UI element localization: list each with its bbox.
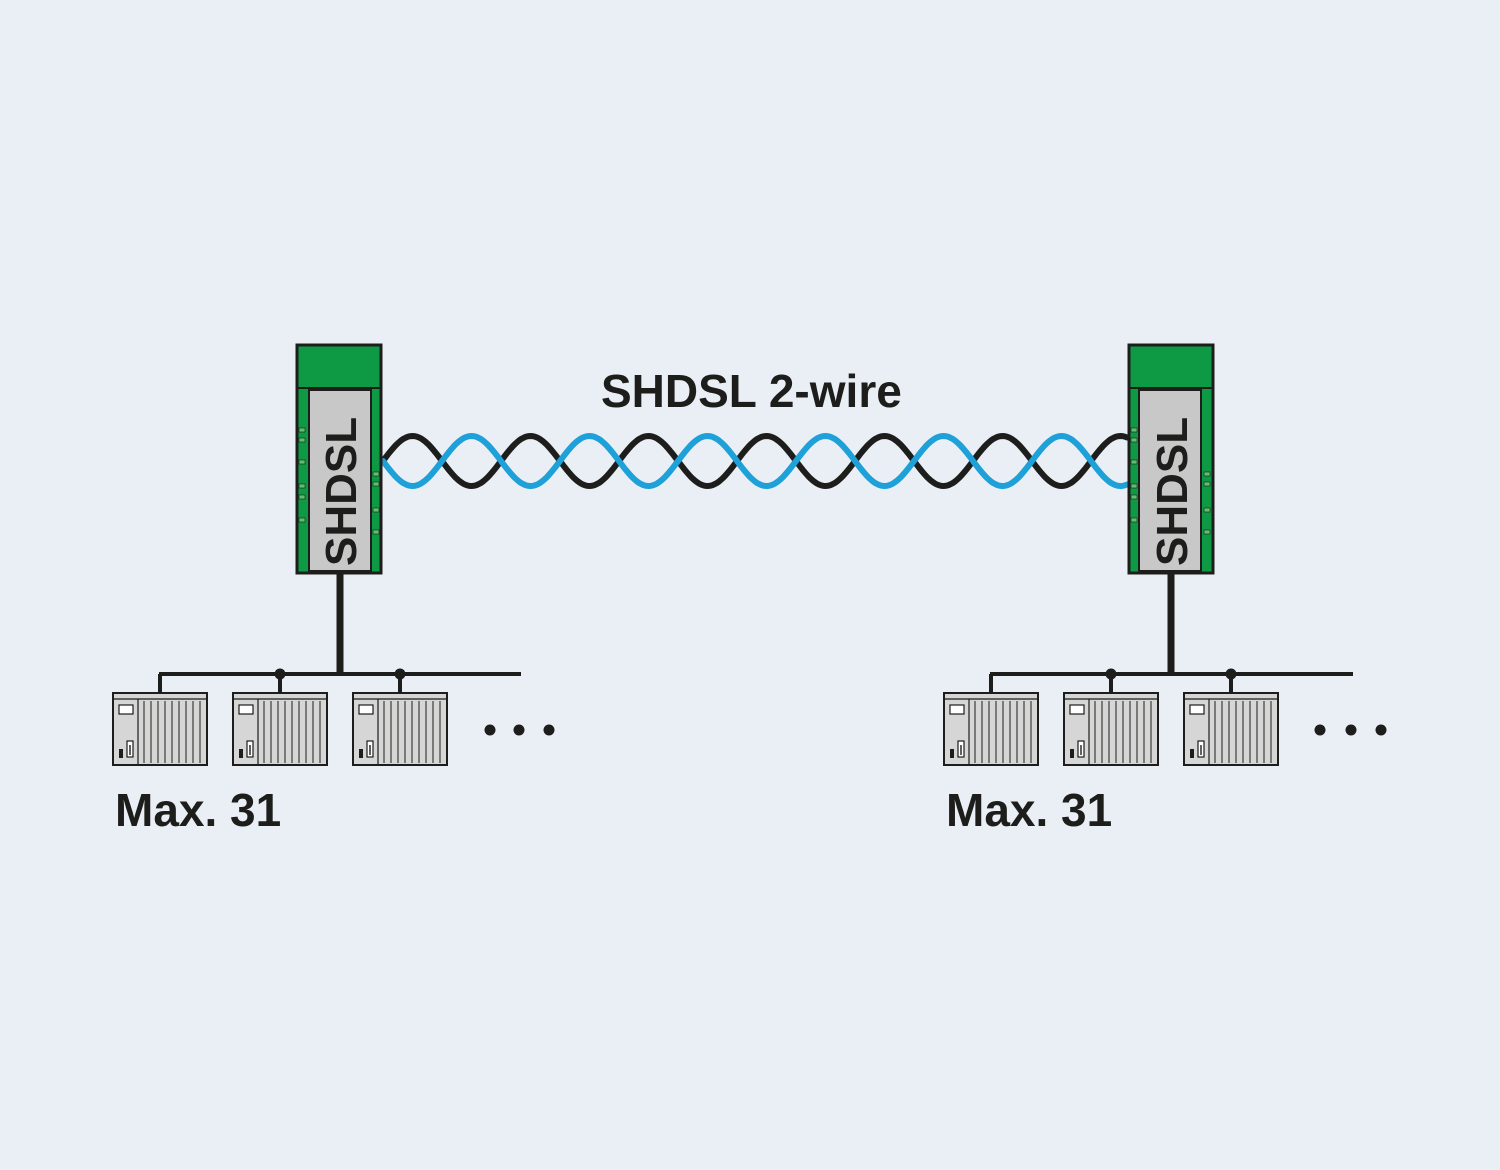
ellipsis-dot	[1314, 724, 1326, 736]
ellipsis-dot	[1345, 724, 1357, 736]
ellipsis-dot	[513, 724, 525, 736]
modem-label-left: SHDSL	[317, 417, 366, 566]
device-count-left: Max. 31	[115, 784, 282, 836]
field-device	[352, 692, 448, 766]
field-device	[1183, 692, 1279, 766]
twisted-pair-wire-blue	[380, 432, 1130, 490]
ellipsis-dot	[543, 724, 555, 736]
device-count-right: Max. 31	[946, 784, 1113, 836]
ellipsis-dot	[484, 724, 496, 736]
field-device	[1063, 692, 1159, 766]
bus-segment-left	[158, 668, 555, 736]
shdsl-modem-left: SHDSL	[295, 343, 383, 675]
led-indicators	[298, 427, 380, 535]
led-indicators	[1130, 427, 1211, 535]
shdsl-modem-right: SHDSL	[1127, 343, 1215, 675]
modem-label-right: SHDSL	[1148, 417, 1197, 566]
twisted-pair-wire-black	[380, 432, 1130, 490]
ellipsis-dot	[1375, 724, 1387, 736]
bus-segment-right	[989, 668, 1387, 736]
field-device	[112, 692, 208, 766]
cable-label: SHDSL 2-wire	[601, 365, 902, 417]
field-device	[232, 692, 328, 766]
field-devices	[112, 692, 1279, 766]
field-device	[943, 692, 1039, 766]
